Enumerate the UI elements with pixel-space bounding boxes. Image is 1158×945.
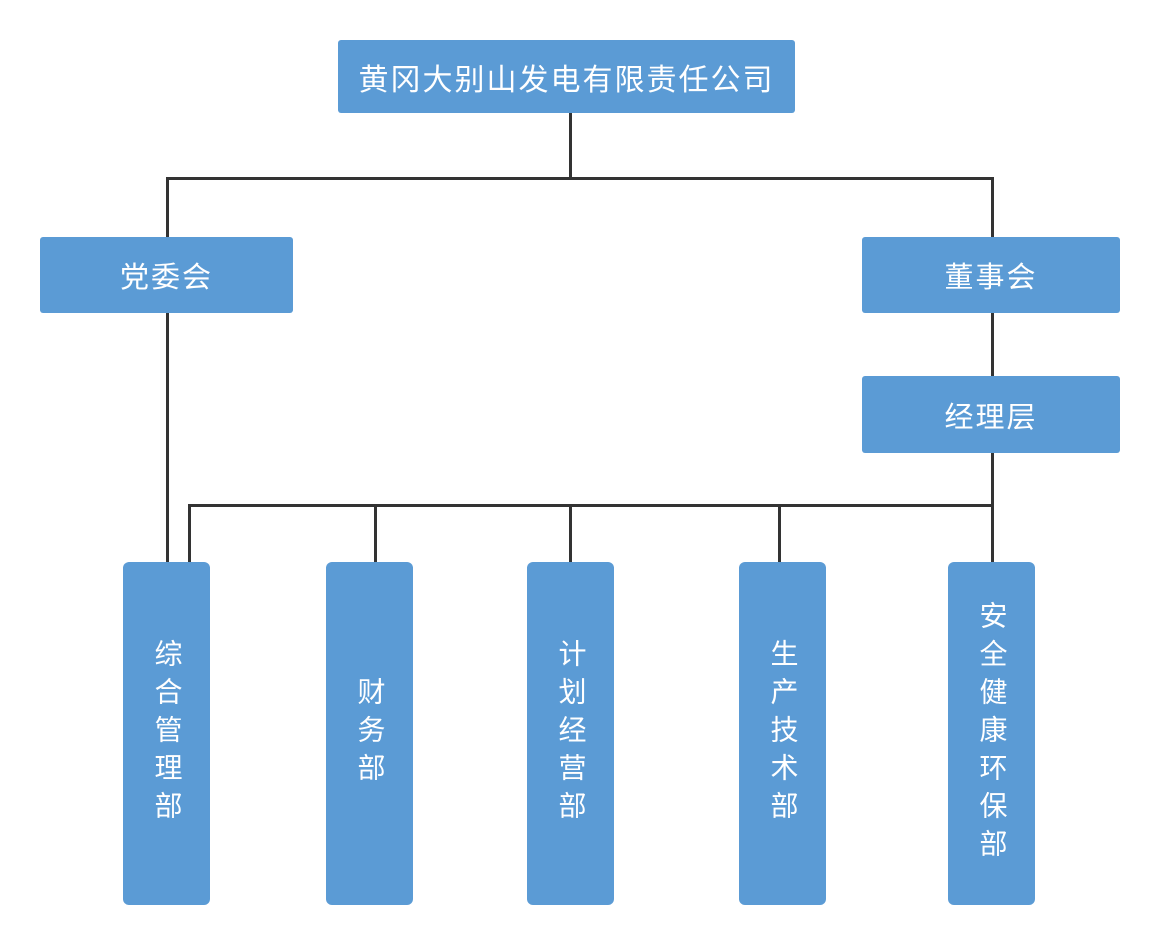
connector-level1-bus (166, 177, 994, 180)
connector-board-drop (991, 177, 994, 237)
connector-drop-dept-general (188, 504, 191, 562)
connector-board-management (991, 313, 994, 376)
connector-party-dept-general (166, 313, 169, 562)
connector-company-down (569, 113, 572, 178)
node-dept-finance: 财务部 (326, 562, 413, 905)
connector-party-drop (166, 177, 169, 237)
node-dept-safety-health-env: 安全健康环保部 (948, 562, 1035, 905)
connector-drop-dept-planning (569, 504, 572, 562)
connector-level2-bus (188, 504, 994, 507)
node-dept-production-tech: 生产技术部 (739, 562, 826, 905)
connector-drop-dept-finance (374, 504, 377, 562)
node-management: 经理层 (862, 376, 1120, 453)
node-company: 黄冈大别山发电有限责任公司 (338, 40, 795, 113)
node-dept-planning: 计划经营部 (527, 562, 614, 905)
node-party-committee: 党委会 (40, 237, 293, 313)
connector-management-down (991, 453, 994, 562)
node-dept-general-admin: 综合管理部 (123, 562, 210, 905)
node-board: 董事会 (862, 237, 1120, 313)
connector-drop-dept-production (778, 504, 781, 562)
